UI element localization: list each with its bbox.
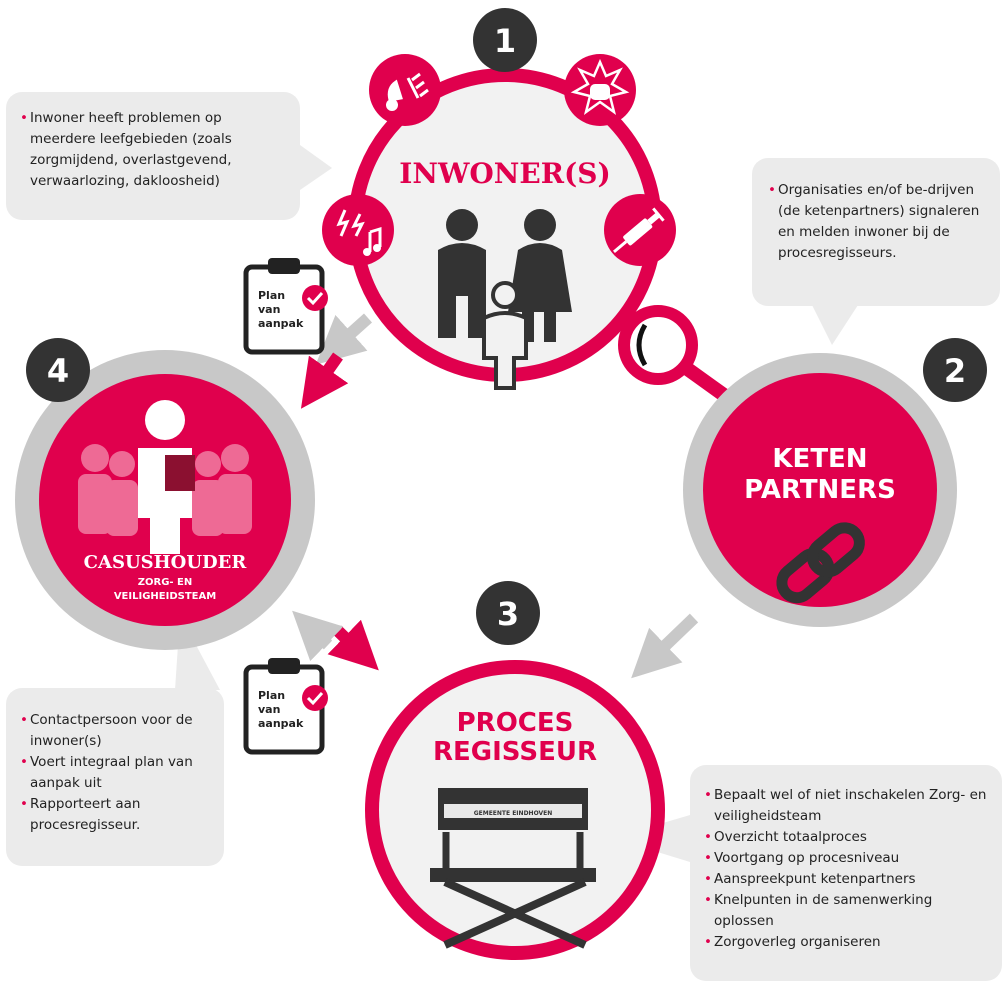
callout-casushouder-item: Rapporteert aan procesregisseur.: [20, 794, 210, 836]
step-3-badge: [476, 581, 540, 645]
plan-clipboard-bottom: Plan van aanpak: [243, 658, 328, 755]
callout-procesregisseur-item: Voortgang op procesniveau: [704, 848, 988, 869]
callout-ketenpartners-item: Organisaties en/of be-drijven (de ketenp…: [768, 180, 984, 264]
step-2-number: 2: [944, 352, 966, 390]
casushouder-person-icon: [138, 400, 195, 554]
plan-label-line3: aanpak: [258, 717, 304, 730]
arrow-1-to-4: [300, 352, 349, 409]
ketenpartners-disc: [703, 373, 937, 607]
plan-label-line1: Plan: [258, 289, 285, 302]
procesregisseur-title-line1: PROCES: [457, 708, 574, 738]
plan-label-line2: van: [258, 303, 280, 316]
ketenpartners-title-line2: PARTNERS: [744, 475, 896, 505]
callout-tail-ketenpartners: [812, 305, 858, 345]
ketenpartners-title-line1: KETEN: [772, 444, 867, 474]
casushouder-title: CASUSHOUDER: [84, 552, 248, 573]
step-3-number: 3: [497, 595, 519, 633]
plan-label-line1: Plan: [258, 689, 285, 702]
plan-clipboard-top: Plan van aanpak: [243, 258, 328, 355]
callout-procesregisseur-item: Zorgoverleg organiseren: [704, 932, 988, 953]
callout-tail-inwoner: [300, 145, 332, 190]
step-2-badge: [923, 338, 987, 402]
plan-label-line2: van: [258, 703, 280, 716]
food-waste-icon: [369, 54, 441, 126]
syringe-icon: [604, 194, 676, 266]
step-3-procesregisseur: PROCES REGISSEUR GEMEENTE EINDHOVEN 3: [365, 581, 665, 960]
step-4-badge: [26, 338, 90, 402]
step-1-inwoner: INWONER(S) 1: [322, 8, 676, 390]
inwoner-title: INWONER(S): [399, 157, 610, 190]
arrow-4-to-1: [315, 313, 373, 365]
callout-casushouder-item: Voert integraal plan van aanpak uit: [20, 752, 210, 794]
casushouder-subtitle-line2: VEILIGHEIDSTEAM: [114, 591, 216, 602]
callout-ketenpartners: Organisaties en/of be-drijven (de ketenp…: [752, 158, 1000, 306]
step-2-ketenpartners: KETEN PARTNERS 2: [683, 338, 987, 627]
step-4-number: 4: [47, 352, 69, 390]
step-1-number: 1: [494, 22, 516, 60]
team-silhouettes: [78, 444, 252, 536]
callout-casushouder-item: Contactpersoon voor de inwoner(s): [20, 710, 210, 752]
checkmark-icon: [302, 285, 328, 311]
chain-link-icon: [776, 522, 865, 604]
callout-inwoner-item: Inwoner heeft problemen op meerdere leef…: [20, 108, 286, 192]
arrow-3-to-4: [292, 610, 344, 662]
callout-procesregisseur: Bepaalt wel of niet inschakelen Zorg- en…: [690, 765, 1002, 981]
aggression-fist-icon: [564, 54, 636, 126]
procesregisseur-title-line2: REGISSEUR: [433, 737, 597, 767]
callout-inwoner: Inwoner heeft problemen op meerdere leef…: [6, 92, 300, 220]
callout-procesregisseur-item: Overzicht totaalproces: [704, 827, 988, 848]
chair-label: GEMEENTE EINDHOVEN: [474, 810, 553, 817]
magnifier-icon: [618, 305, 735, 405]
family-icon: [438, 209, 572, 390]
callout-procesregisseur-item: Bepaalt wel of niet inschakelen Zorg- en…: [704, 785, 988, 827]
arrow-2-to-3: [631, 613, 699, 679]
director-chair-icon: GEMEENTE EINDHOVEN: [430, 788, 596, 949]
callout-procesregisseur-item: Knelpunten in de samenwerking oplossen: [704, 890, 988, 932]
step-4-casushouder: CASUSHOUDER ZORG- EN VEILIGHEIDSTEAM 4: [15, 338, 315, 650]
callout-procesregisseur-item: Aanspreekpunt ketenpartners: [704, 869, 988, 890]
noise-music-icon: [322, 194, 394, 266]
callout-casushouder: Contactpersoon voor de inwoner(s) Voert …: [6, 688, 224, 866]
casushouder-subtitle-line1: ZORG- EN: [138, 577, 193, 588]
arrow-4-to-3: [327, 619, 379, 671]
checkmark-icon: [302, 685, 328, 711]
step-1-badge: [473, 8, 537, 72]
plan-label-line3: aanpak: [258, 317, 304, 330]
